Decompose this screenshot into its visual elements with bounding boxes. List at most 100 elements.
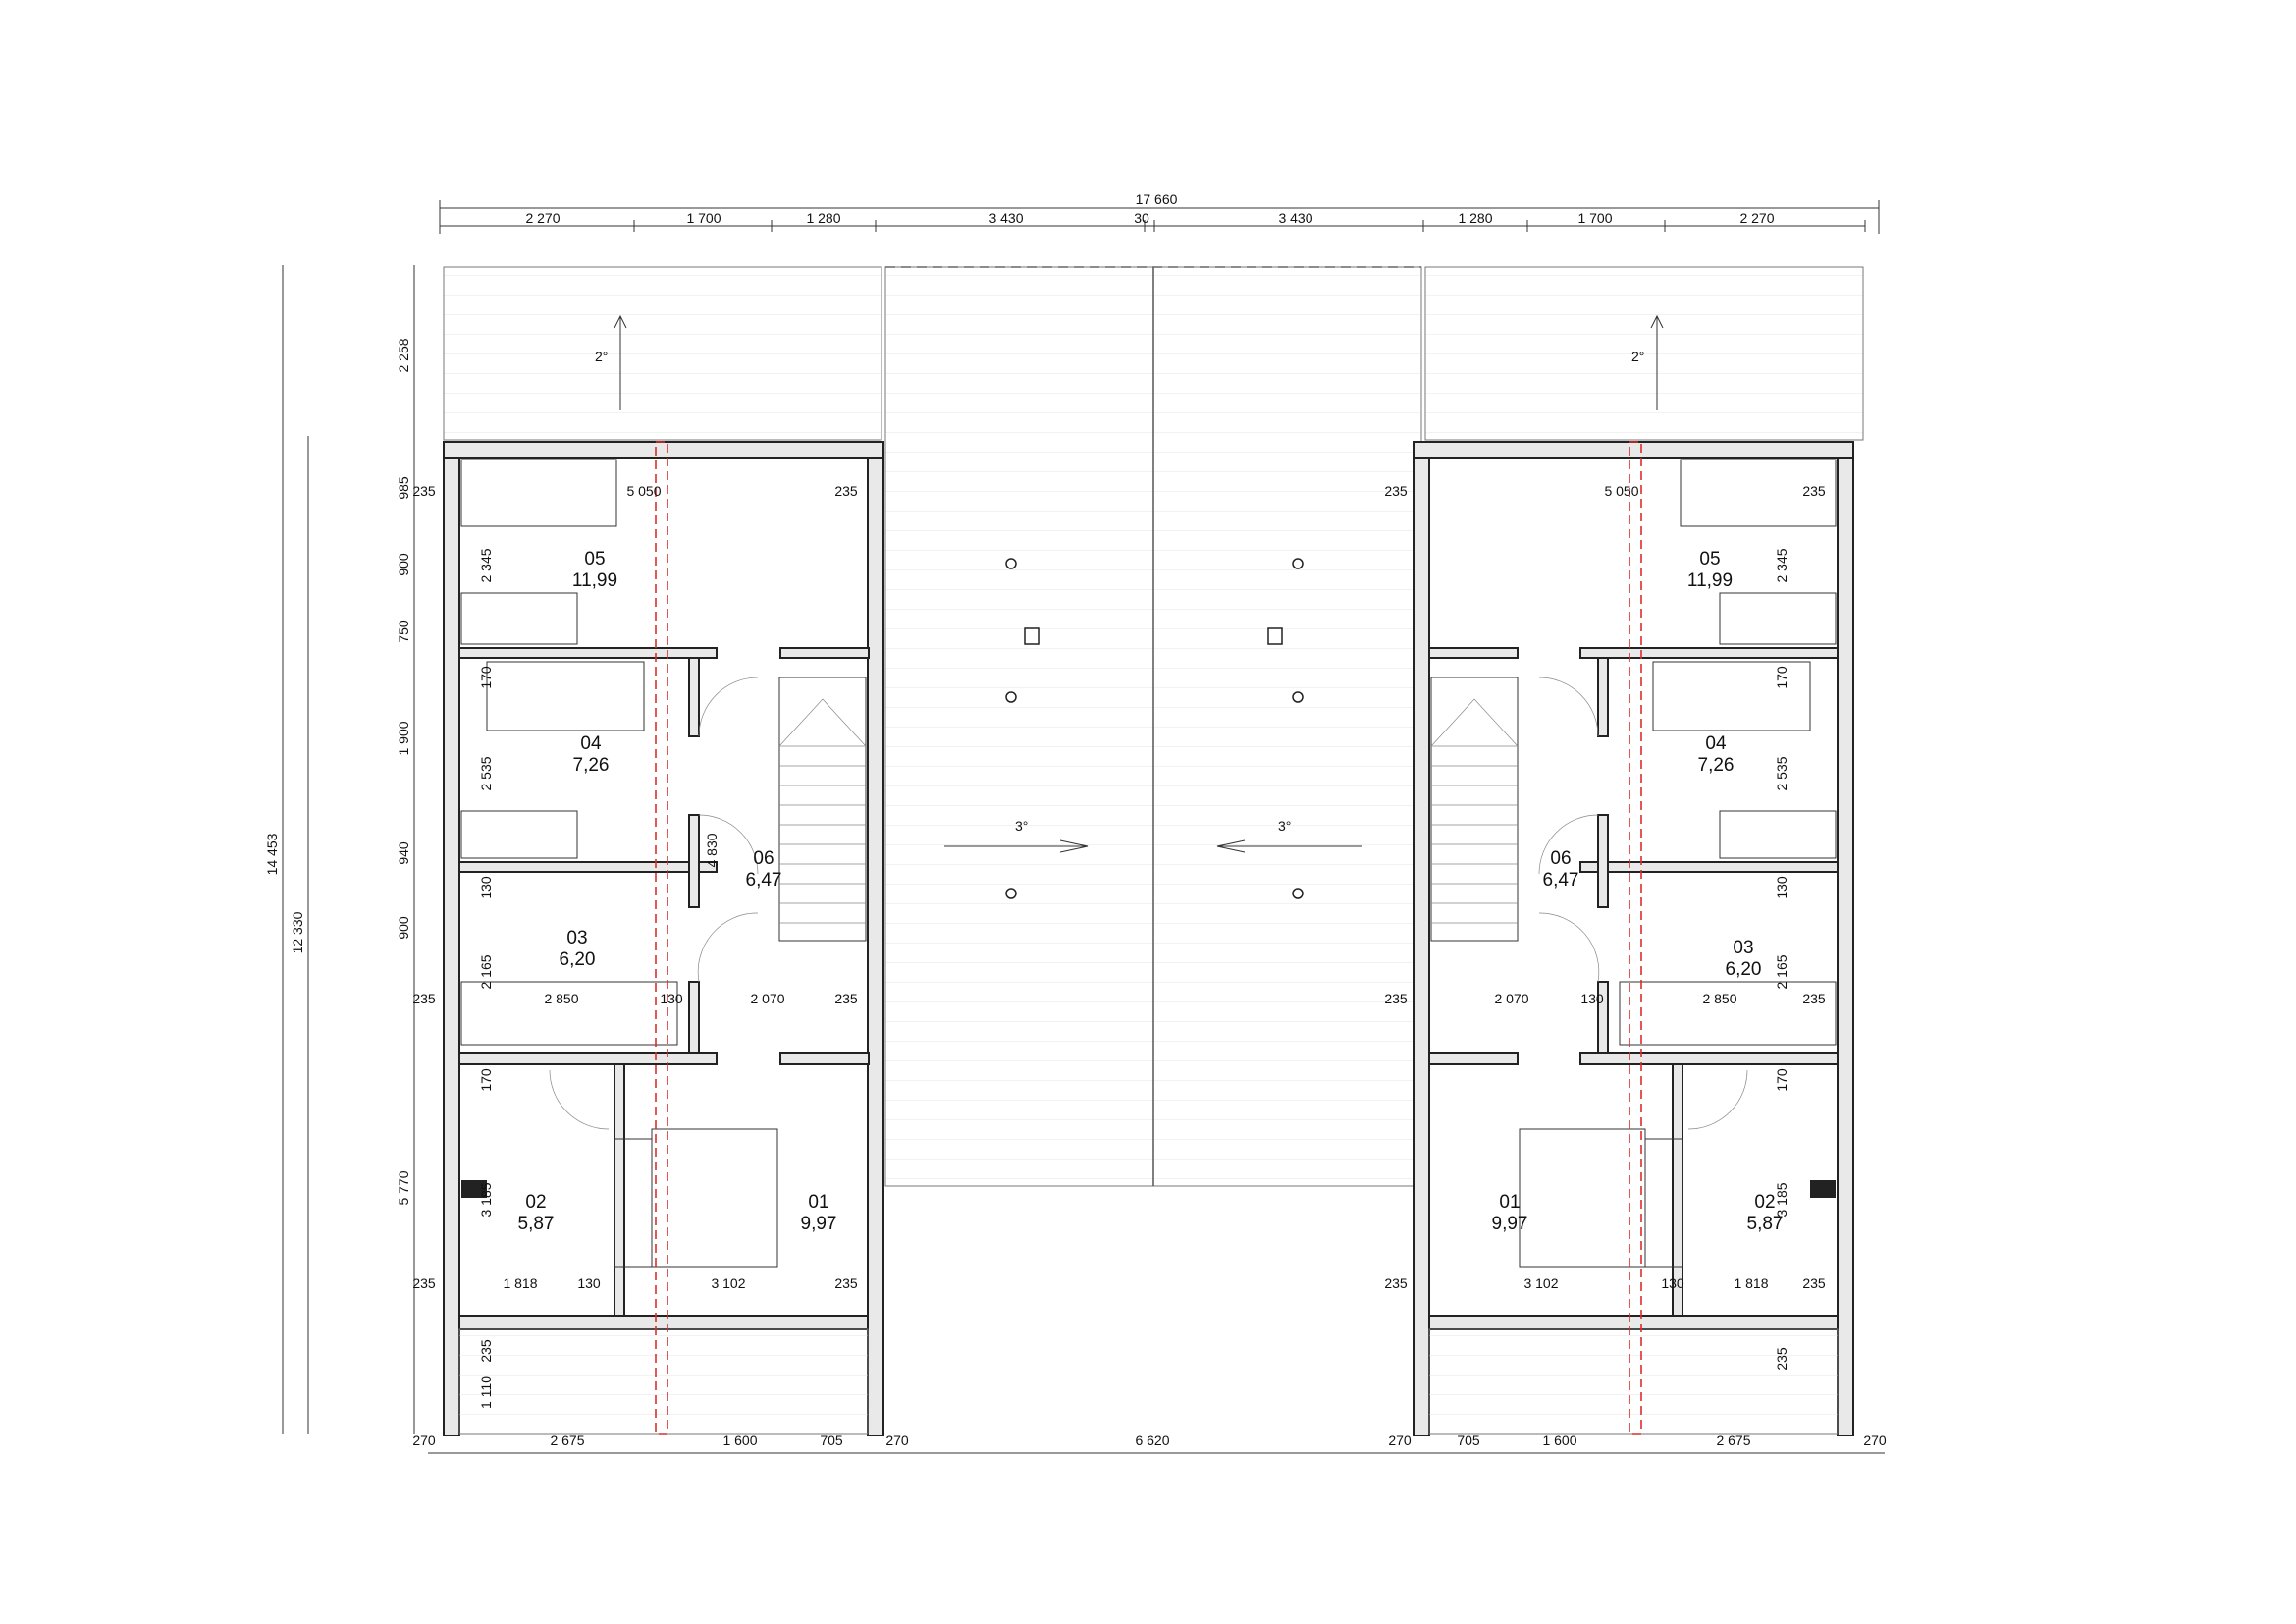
svg-text:235: 235: [834, 991, 858, 1006]
dim-total-depth: 14 453: [264, 833, 280, 875]
dim-bottom: 1 600: [1542, 1433, 1576, 1448]
svg-text:235: 235: [834, 1275, 858, 1291]
room-area: 9,97: [1492, 1214, 1528, 1234]
room-area: 6,47: [746, 870, 782, 891]
svg-text:130: 130: [1580, 991, 1604, 1006]
dim-bottom: 705: [820, 1433, 843, 1448]
svg-text:170: 170: [478, 1068, 494, 1092]
dim-bottom: 270: [1388, 1433, 1412, 1448]
room-area: 7,26: [1698, 755, 1735, 776]
dim-top: 3 430: [988, 210, 1023, 226]
svg-text:130: 130: [660, 991, 683, 1006]
unit-right: [1413, 441, 1854, 1436]
room-area: 11,99: [572, 570, 617, 591]
room-number: 01: [1499, 1192, 1520, 1213]
svg-text:5 050: 5 050: [626, 483, 661, 499]
dim-top: 1 700: [686, 210, 721, 226]
svg-text:235: 235: [412, 991, 436, 1006]
svg-text:235: 235: [1802, 1275, 1826, 1291]
dim-top: 2 270: [525, 210, 560, 226]
svg-text:2 165: 2 165: [1774, 954, 1789, 989]
room-area: 7,26: [573, 755, 610, 776]
svg-text:235: 235: [1384, 1275, 1408, 1291]
room-number: 06: [753, 848, 774, 869]
svg-text:2 850: 2 850: [544, 991, 578, 1006]
dim-top: 3 430: [1278, 210, 1312, 226]
room-number: 05: [1699, 549, 1720, 569]
room-number: 04: [1705, 733, 1727, 754]
dim-inner-depth: 12 330: [290, 911, 305, 953]
dim-bottom: 6 620: [1135, 1433, 1169, 1448]
top-dimensions: 17 660 2 270 1 700 1 280 3 430 30 3 430 …: [439, 191, 1880, 234]
dim-left: 1 900: [396, 721, 411, 755]
room-area: 9,97: [801, 1214, 837, 1234]
svg-text:235: 235: [478, 1339, 494, 1363]
interior-dims-left: 235 5 050 235 2 345 170 2 535 130 2 165 …: [412, 483, 858, 1409]
svg-text:235: 235: [1802, 991, 1826, 1006]
room-labels-right: 05 11,99 04 7,26 03 6,20 06 6,47 02 5,87…: [1492, 549, 1784, 1234]
dim-left: 5 770: [396, 1170, 411, 1205]
room-number: 01: [808, 1192, 828, 1213]
room-number: 02: [1754, 1192, 1775, 1213]
interior-dims-right: 235 5 050 235 2 345 170 2 535 130 2 165 …: [1384, 483, 1826, 1371]
room-number: 04: [580, 733, 602, 754]
dim-bottom: 270: [412, 1433, 436, 1448]
svg-text:3 185: 3 185: [1774, 1182, 1789, 1217]
svg-text:2 345: 2 345: [478, 548, 494, 582]
room-area: 11,99: [1687, 570, 1733, 591]
room-number: 05: [584, 549, 605, 569]
terrace-slope-label: 2°: [1631, 349, 1644, 364]
svg-text:1 110: 1 110: [478, 1376, 494, 1409]
dim-total-width: 17 660: [1136, 191, 1178, 207]
dim-top: 1 280: [806, 210, 840, 226]
svg-text:170: 170: [1774, 1068, 1789, 1092]
central-roof: 3° 3°: [884, 266, 1422, 1187]
svg-text:2 535: 2 535: [1774, 756, 1789, 790]
dim-left: 900: [396, 916, 411, 940]
room-number: 02: [525, 1192, 546, 1213]
dim-bottom: 1 600: [722, 1433, 757, 1448]
dim-left: 2 258: [396, 338, 411, 372]
dim-top: 1 280: [1458, 210, 1492, 226]
room-number: 03: [1733, 938, 1753, 958]
dim-bottom: 2 675: [1716, 1433, 1750, 1448]
svg-text:2 850: 2 850: [1702, 991, 1736, 1006]
svg-text:5 050: 5 050: [1604, 483, 1638, 499]
svg-text:130: 130: [1774, 876, 1789, 899]
svg-text:170: 170: [478, 666, 494, 689]
svg-text:4 830: 4 830: [704, 833, 720, 867]
dim-top: 2 270: [1739, 210, 1774, 226]
svg-text:2 535: 2 535: [478, 756, 494, 790]
room-area: 5,87: [1747, 1214, 1784, 1234]
unit-left: [443, 441, 884, 1436]
svg-text:235: 235: [1384, 483, 1408, 499]
svg-text:1 818: 1 818: [503, 1275, 537, 1291]
dim-left: 985: [396, 476, 411, 500]
svg-text:130: 130: [478, 876, 494, 899]
room-number: 06: [1550, 848, 1571, 869]
svg-text:3 185: 3 185: [478, 1182, 494, 1217]
svg-text:235: 235: [1774, 1347, 1789, 1371]
dim-top: 30: [1134, 210, 1149, 226]
room-labels-left: 05 11,99 04 7,26 03 6,20 06 6,47 02 5,87…: [518, 549, 837, 1234]
svg-text:2 070: 2 070: [1494, 991, 1528, 1006]
dim-bottom: 705: [1457, 1433, 1480, 1448]
svg-text:3 102: 3 102: [1523, 1275, 1558, 1291]
room-area: 6,20: [560, 949, 596, 970]
dim-left: 940: [396, 841, 411, 865]
svg-text:235: 235: [1384, 991, 1408, 1006]
room-number: 03: [566, 928, 587, 948]
svg-text:3 102: 3 102: [711, 1275, 745, 1291]
terrace-slope-label: 2°: [595, 349, 608, 364]
roof-slope-label: 3°: [1015, 818, 1028, 834]
roof-slope-label: 3°: [1278, 818, 1291, 834]
dim-bottom: 2 675: [550, 1433, 584, 1448]
room-area: 6,20: [1726, 959, 1762, 980]
left-dimensions: 14 453 12 330 2 258 985 900 750 1 900 94…: [264, 265, 415, 1434]
dim-bottom: 270: [1863, 1433, 1887, 1448]
svg-text:235: 235: [412, 1275, 436, 1291]
svg-text:130: 130: [577, 1275, 601, 1291]
dim-top: 1 700: [1577, 210, 1612, 226]
svg-text:235: 235: [834, 483, 858, 499]
